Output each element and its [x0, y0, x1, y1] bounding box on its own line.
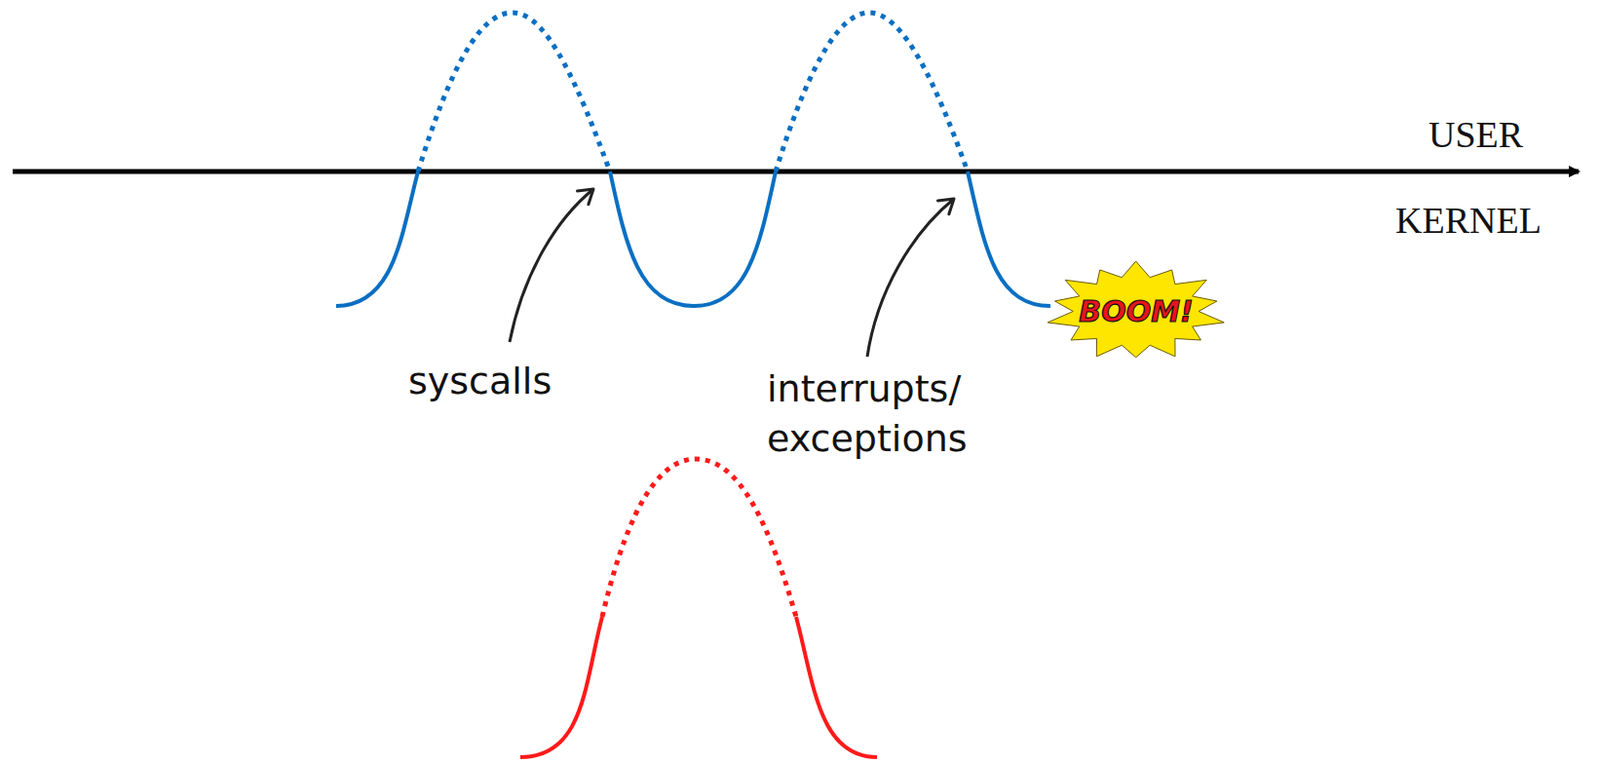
boom-starburst: BOOM! [1043, 260, 1228, 363]
interrupts-callout: interrupts/ exceptions [766, 364, 968, 465]
exclamation-text: BOOM! [1078, 294, 1193, 329]
user-region-label: USER [1428, 113, 1524, 156]
kernel-region-label: KERNEL [1395, 198, 1542, 242]
syscalls-pointer [509, 189, 594, 343]
user-kernel-axis [12, 169, 1579, 175]
syscalls-callout: syscalls [408, 356, 552, 407]
interrupts-pointer [867, 198, 954, 357]
blue-trace [336, 12, 1051, 306]
red-trace [520, 458, 877, 758]
